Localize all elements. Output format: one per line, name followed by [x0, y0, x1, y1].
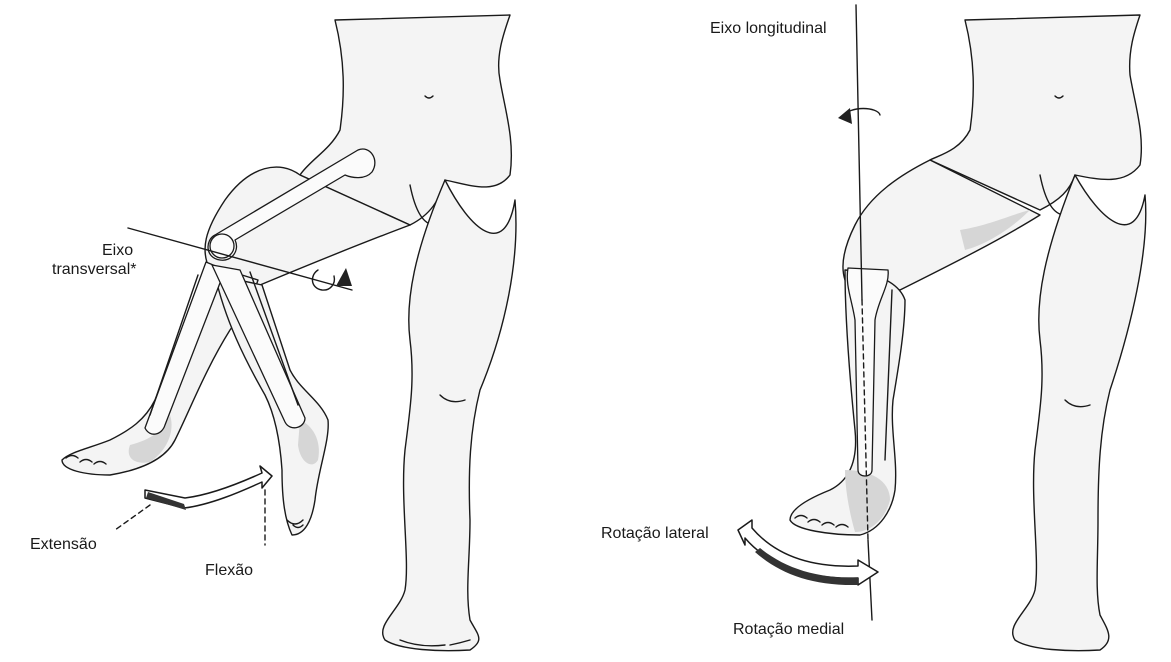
right-figure: [738, 5, 1146, 651]
extension-label: Extensão: [30, 536, 97, 554]
longitudinal-axis-label: Eixo longitudinal: [710, 20, 827, 38]
flexion-label: Flexão: [205, 562, 253, 580]
left-standing-leg: [383, 180, 516, 651]
left-figure: [62, 15, 516, 651]
transverse-axis-label-line1: Eixo: [102, 242, 133, 260]
longitudinal-axis-arrowhead: [838, 108, 852, 124]
lateral-rotation-label: Rotação lateral: [601, 525, 709, 543]
longitudinal-axis-bottom: [868, 540, 872, 620]
extension-leader-line: [115, 505, 150, 530]
right-standing-leg: [1013, 175, 1146, 651]
transverse-axis-arrowhead: [336, 268, 352, 286]
transverse-axis-label-line2: transversal*: [52, 261, 136, 279]
left-leg-flexed: [215, 275, 328, 535]
medial-rotation-label: Rotação medial: [733, 621, 844, 639]
